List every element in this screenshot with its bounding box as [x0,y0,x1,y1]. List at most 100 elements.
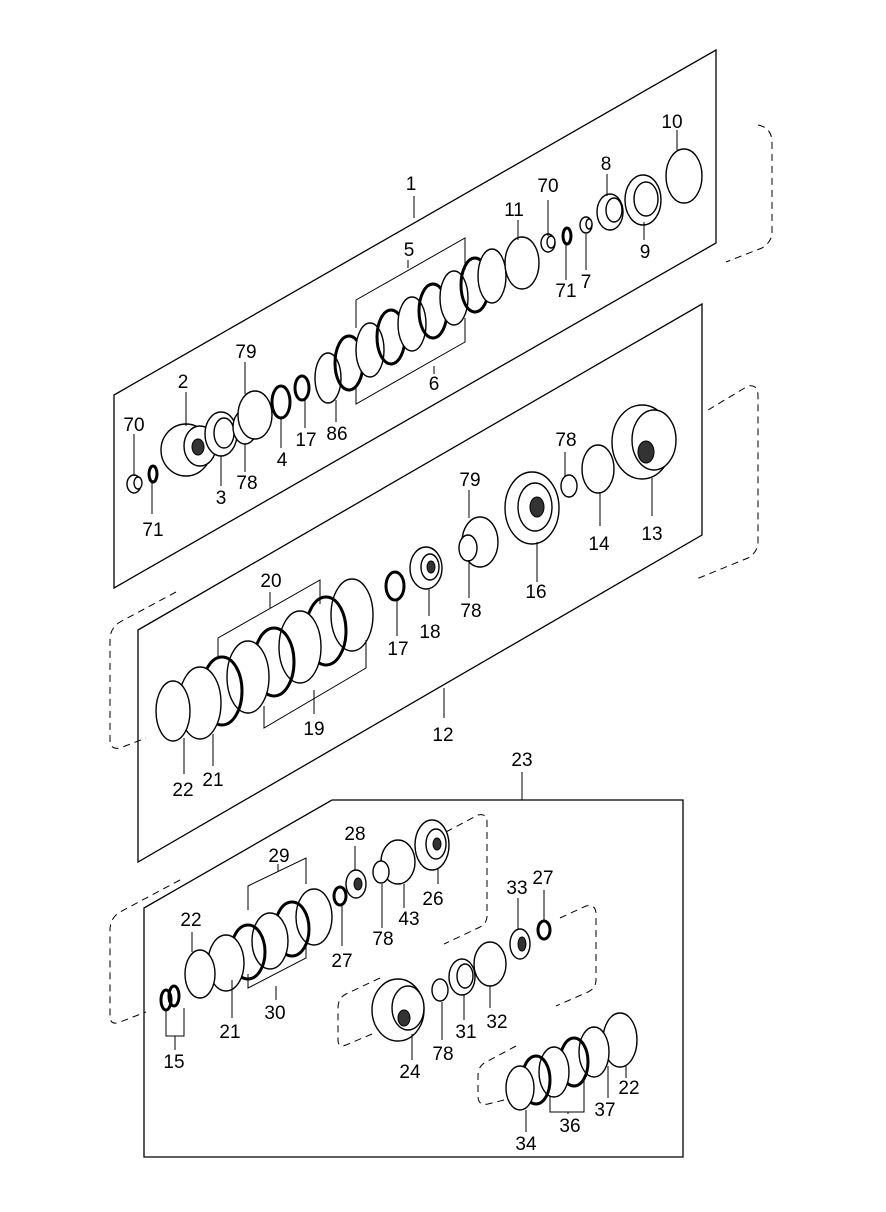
label-34: 34 [515,1134,537,1155]
label-78c: 78 [460,601,481,622]
label-5: 5 [404,240,415,261]
label-18: 18 [419,622,440,643]
part-71-seal-upper [147,464,159,484]
part-31-thrust-bearing [448,958,476,996]
part-11-snap-ring [504,236,540,290]
dashed-outline-right-27 [555,905,597,1007]
dashed-outline-upper-right [725,124,773,263]
label-4: 4 [277,450,288,471]
label-16: 16 [525,582,546,603]
part-7-bushing [579,216,593,234]
assembly-frame-1 [113,48,717,590]
part-8-drum [596,193,624,231]
part-26-hub [414,819,450,871]
label-29: 29 [268,846,289,867]
dashed-outline-bottom-34 [477,1045,517,1105]
callout-labels: 1 2 3 4 5 6 7 8 9 10 11 12 13 14 15 16 1… [123,112,682,1155]
label-23: 23 [511,750,532,771]
part-71-seal-top [561,226,573,246]
part-3-thrust-bearing [204,411,238,457]
label-78a: 78 [236,473,257,494]
label-2: 2 [178,372,189,393]
part-78-oring-middle [458,534,478,562]
label-15: 15 [163,1052,184,1073]
label-10: 10 [661,112,682,133]
label-22a: 22 [172,780,193,801]
label-36: 36 [559,1116,580,1137]
part-78-oring-lower [431,978,449,1002]
label-26: 26 [422,889,443,910]
assembly-frame-23 [143,799,684,1158]
part-18-gear [409,546,443,590]
part-5-clutch-disc-stack [333,248,507,392]
label-24: 24 [399,1062,421,1083]
label-79a: 79 [235,342,256,363]
dashed-outline-upper-26 [443,814,488,945]
label-22c: 22 [618,1078,639,1099]
label-79b: 79 [459,470,480,491]
part-70-bearing-top [540,233,556,253]
part-15-seal-rings [159,984,181,1012]
label-27b: 27 [532,868,553,889]
label-86: 86 [326,424,347,445]
part-27-snap-ring-right [536,919,552,941]
label-78e: 78 [432,1044,453,1065]
part-10-retaining-ring [665,148,703,204]
part-16-piston-housing [504,471,560,545]
label-43: 43 [398,909,419,930]
label-1: 1 [406,174,417,195]
label-14: 14 [588,534,610,555]
part-28-bearing [345,869,367,899]
label-7: 7 [581,272,592,293]
part-20-clutch-disc-stack [178,578,374,740]
part-17-snap-ring-upper [293,374,311,402]
label-17b: 17 [387,639,408,660]
label-78d: 78 [372,929,393,950]
label-33: 33 [506,878,527,899]
label-70b: 70 [537,176,558,197]
leader-lines [133,130,678,1132]
dashed-outline-middle-left [109,591,177,749]
dashed-outline-middle-right [693,385,759,581]
label-21b: 21 [219,1022,240,1043]
part-9-hub [624,174,662,226]
part-22-snap-ring-lower-left [184,949,216,999]
label-9: 9 [640,242,651,263]
label-8: 8 [601,154,612,175]
part-32-shim [473,941,507,987]
label-30: 30 [264,1003,285,1024]
part-14-snap-ring [581,444,615,494]
label-3: 3 [216,488,227,509]
label-27a: 27 [331,951,352,972]
part-78-oring-middle-top [560,474,578,498]
label-6: 6 [429,374,440,395]
assembly-frame-12 [137,302,703,864]
label-13: 13 [641,524,662,545]
part-24-carrier-hub [371,978,425,1042]
label-20: 20 [260,571,281,592]
label-37: 37 [594,1100,615,1121]
label-19: 19 [303,719,324,740]
part-78-oring-lower-top [372,860,390,884]
label-22b: 22 [180,910,201,931]
label-71b: 71 [555,281,576,302]
label-28: 28 [344,824,365,845]
part-4-spring-retainer [270,384,292,420]
dashed-outline-hub-24 [337,977,381,1047]
label-32: 32 [486,1012,507,1033]
part-17-snap-ring-middle [384,570,406,602]
dashed-outline-lower-left [109,879,181,1024]
part-34-retaining-ring [505,1065,535,1111]
part-22-snap-ring-middle [155,680,191,742]
label-78b: 78 [555,430,576,451]
label-21a: 21 [202,770,223,791]
part-70-bearing-upper [126,474,143,494]
part-29-clutch-disc-stack [207,888,333,992]
part-33-bearing [509,928,531,960]
label-12: 12 [432,725,453,746]
part-27-snap-ring-left [332,885,348,907]
label-11: 11 [504,200,524,221]
part-79-shim-upper [237,390,273,440]
part-13-clutch-housing [611,404,677,480]
